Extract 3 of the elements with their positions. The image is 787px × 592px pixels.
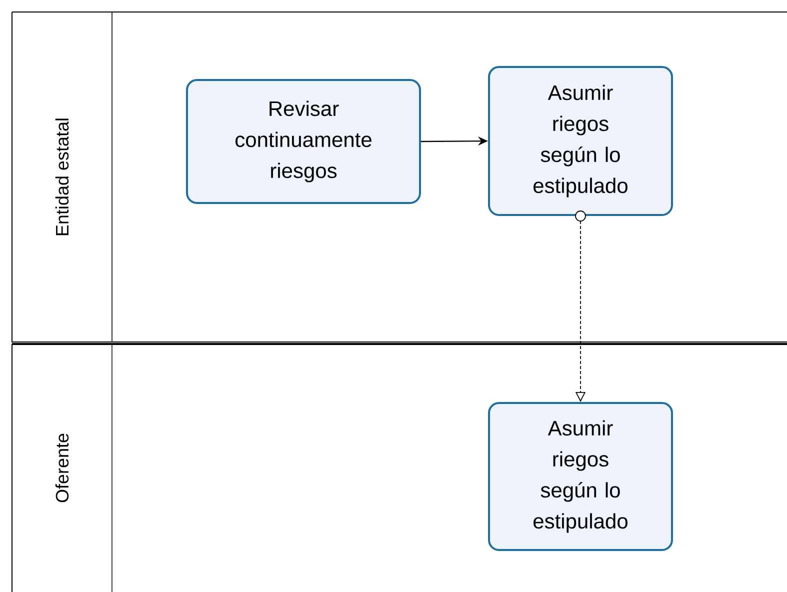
task-box: Revisar continuamente riesgos bbox=[186, 79, 421, 204]
task-box: Asumir riegos según lo estipulado bbox=[488, 402, 673, 551]
task-box: Asumir riegos según lo estipulado bbox=[488, 66, 673, 216]
